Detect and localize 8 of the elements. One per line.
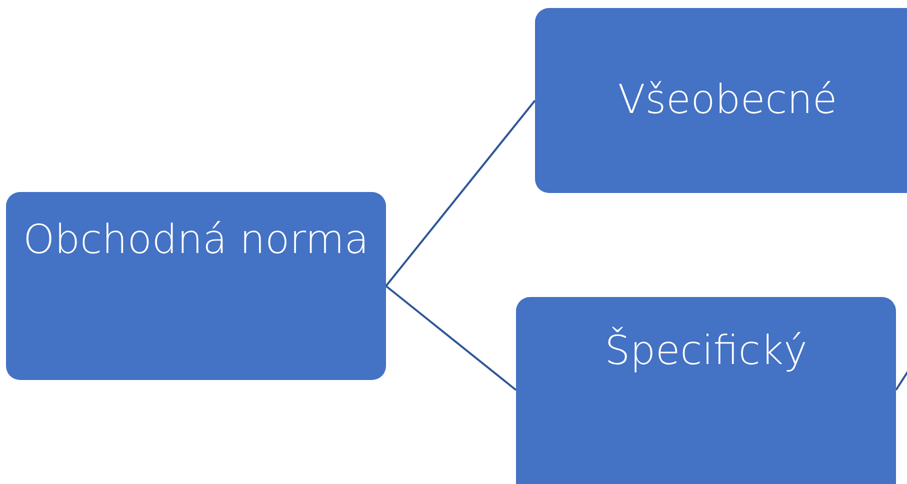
box-label: Špecifický bbox=[604, 327, 808, 375]
process-box bbox=[535, 8, 907, 193]
process-box bbox=[6, 192, 386, 380]
connector-line bbox=[385, 100, 536, 287]
box-label: Obchodná norma bbox=[23, 216, 369, 264]
box-label: Všeobecné bbox=[618, 76, 838, 124]
process-box bbox=[516, 297, 896, 484]
connector-line bbox=[385, 285, 517, 391]
